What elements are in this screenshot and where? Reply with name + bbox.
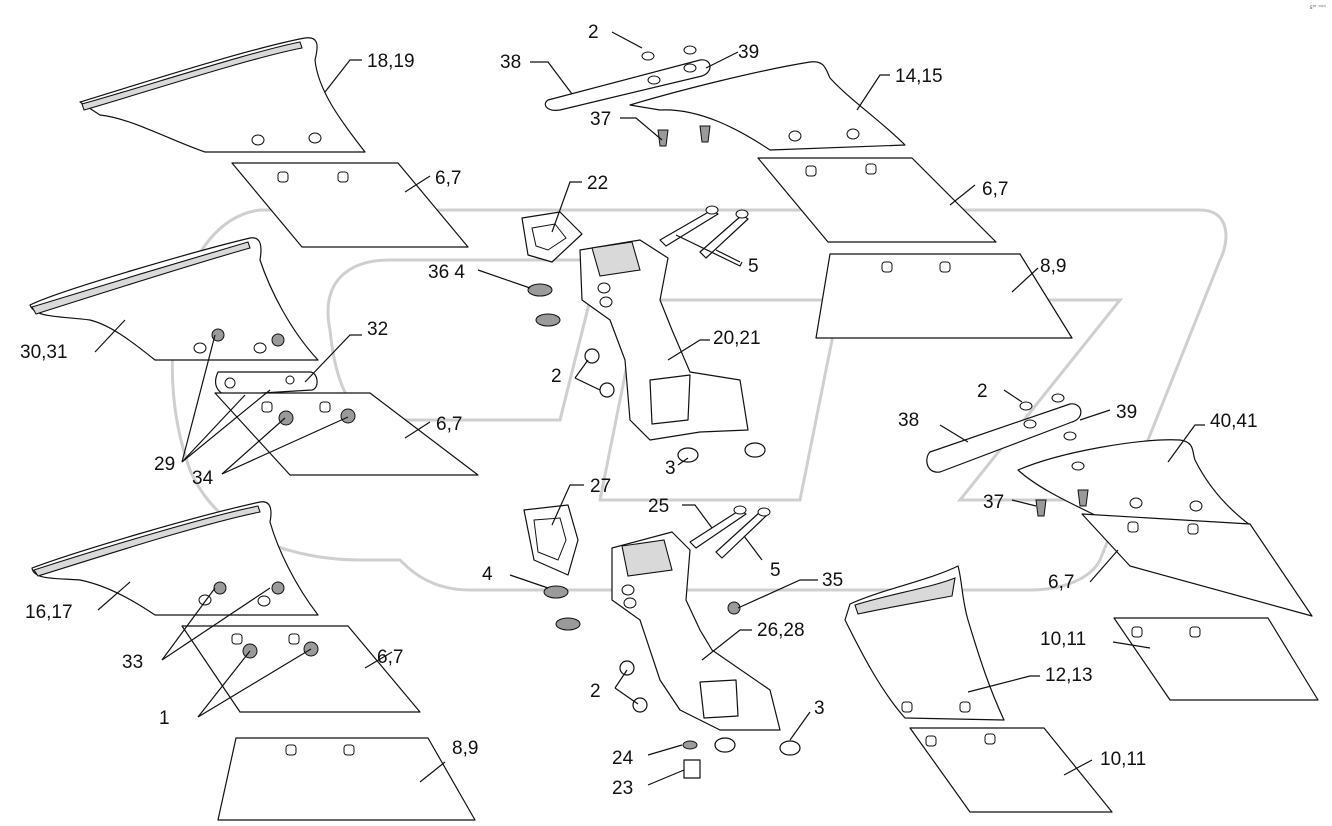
strap-38-right <box>926 393 1082 473</box>
blade-10-11-right <box>1113 617 1319 701</box>
blade-6-7-left-mid <box>214 392 479 476</box>
label-20-21: 20,21 <box>713 328 761 349</box>
label-6-7-d: 6,7 <box>1048 572 1074 593</box>
label-6-7-e: 6,7 <box>377 647 403 668</box>
label-18-19: 18,19 <box>367 51 415 72</box>
label-30-31: 30,31 <box>20 342 68 363</box>
label-25: 25 <box>648 496 669 517</box>
label-37-right: 37 <box>983 492 1004 513</box>
label-8-9-low: 8,9 <box>452 738 478 759</box>
label-12-13: 12,13 <box>1045 665 1093 686</box>
label-2-top: 2 <box>588 22 599 43</box>
label-26-28: 26,28 <box>757 620 805 641</box>
share-18-19 <box>79 37 366 153</box>
label-33: 33 <box>122 652 143 673</box>
share-40-41 <box>1017 439 1251 526</box>
label-16-17: 16,17 <box>25 602 73 623</box>
label-3-mid: 3 <box>665 458 676 479</box>
share-12-13 <box>844 565 1005 721</box>
label-34: 34 <box>192 468 214 489</box>
washers-2-3-mid <box>584 348 766 463</box>
label-5-top: 5 <box>748 256 759 277</box>
share-14-15 <box>629 61 906 151</box>
label-27: 27 <box>590 476 611 497</box>
clip-22 <box>521 211 583 263</box>
label-10-11-b: 10,11 <box>1100 749 1146 770</box>
label-2-mid: 2 <box>551 366 562 387</box>
blade-6-7-top-left <box>231 162 469 248</box>
label-35: 35 <box>822 570 843 591</box>
label-29: 29 <box>154 454 175 475</box>
label-38-right: 38 <box>898 410 919 431</box>
label-2-low: 2 <box>590 681 601 702</box>
blade-6-7-right <box>1081 513 1313 617</box>
shank-26-28 <box>611 531 781 731</box>
label-22: 22 <box>587 173 608 194</box>
blade-10-11-bottom <box>909 727 1113 813</box>
label-24: 24 <box>612 748 634 769</box>
label-3-low: 3 <box>814 698 825 719</box>
label-6-7-c: 6,7 <box>436 414 462 435</box>
label-6-7-b: 6,7 <box>982 179 1008 200</box>
strap-38-top <box>544 45 711 111</box>
label-23: 23 <box>612 778 633 799</box>
bolt-23-24 <box>682 740 701 779</box>
label-38-top: 38 <box>500 52 521 73</box>
pins-5-top <box>659 205 749 259</box>
blade-6-7-top-right <box>757 157 997 243</box>
part-labels: 18,19 2 39 38 14,15 37 22 6,7 6,7 5 36 4… <box>20 22 1258 799</box>
shank-20-21 <box>579 239 749 441</box>
label-4-low: 4 <box>482 564 493 585</box>
share-30-31 <box>29 237 319 361</box>
label-5-low: 5 <box>770 560 781 581</box>
washers-2-3-low <box>619 660 801 756</box>
label-39-top: 39 <box>738 42 759 63</box>
springs-4-low <box>543 585 581 631</box>
leader-lines <box>94 31 1205 786</box>
label-14-15: 14,15 <box>895 66 943 87</box>
blade-6-7-bottom-left <box>181 625 421 713</box>
bolt-35 <box>727 601 741 615</box>
label-8-9-top: 8,9 <box>1040 256 1066 277</box>
share-16-17 <box>31 501 319 616</box>
label-39-right: 39 <box>1116 402 1137 423</box>
label-2-right: 2 <box>977 381 988 402</box>
corner-mark: sᵉʳ ᵒᵒᵒ <box>1309 4 1326 11</box>
blade-8-9-bottom-left <box>217 737 476 821</box>
label-40-41: 40,41 <box>1210 411 1258 432</box>
label-37-top: 37 <box>590 109 611 130</box>
bracket-32 <box>215 371 318 396</box>
pins-5-low <box>689 505 771 559</box>
springs-36-4 <box>527 283 561 327</box>
blade-8-9-right <box>815 253 1073 339</box>
label-32: 32 <box>367 319 388 340</box>
label-36-4: 36 4 <box>428 262 465 283</box>
label-6-7-a: 6,7 <box>435 168 461 189</box>
clip-27 <box>523 504 579 576</box>
label-1: 1 <box>159 708 170 729</box>
label-10-11-a: 10,11 <box>1040 629 1086 650</box>
